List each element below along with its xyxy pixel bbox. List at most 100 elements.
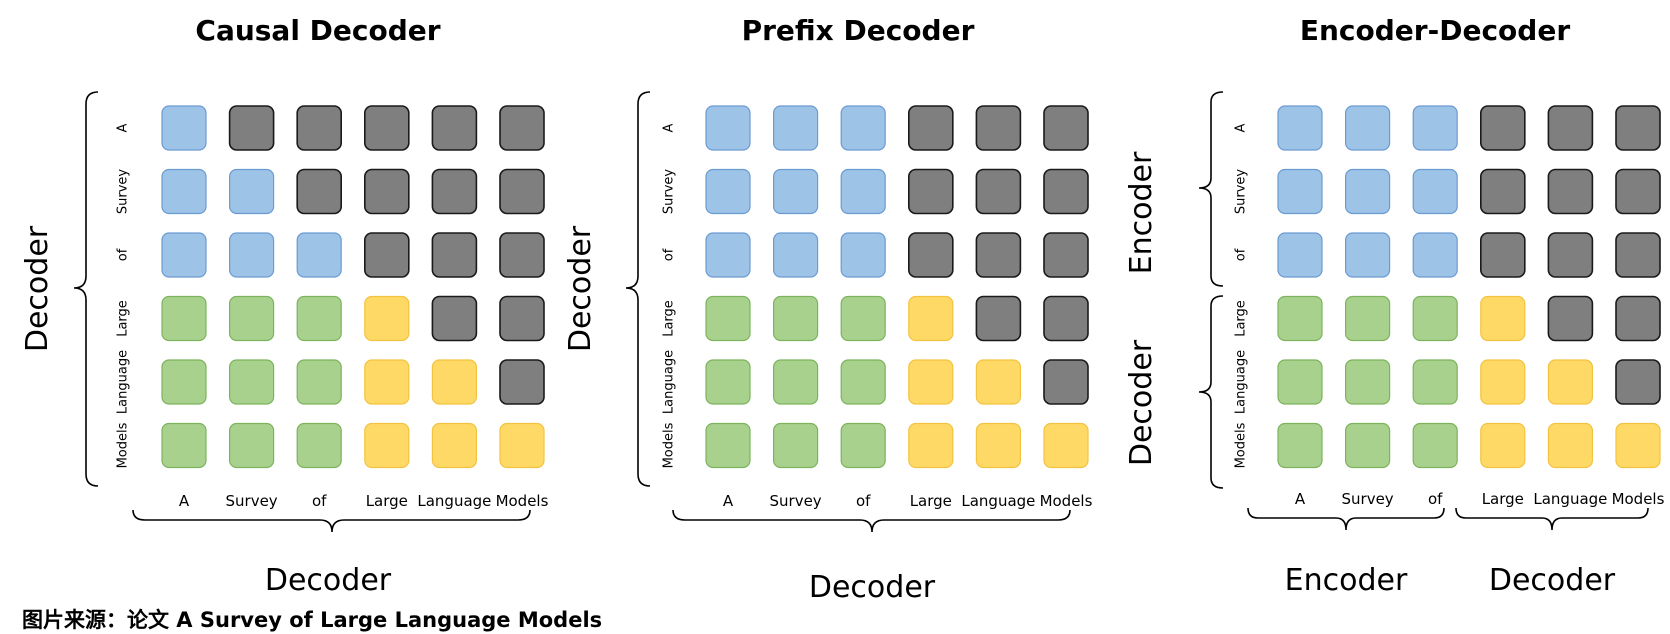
mask-cell-blue	[229, 232, 275, 278]
row-token-label: Language	[116, 350, 131, 414]
column-token-label: Large	[910, 492, 952, 510]
mask-cell-gray	[1615, 232, 1661, 278]
mask-cell-gray	[1615, 168, 1661, 215]
mask-cell-green	[1344, 359, 1391, 405]
mask-cell-blue	[161, 105, 207, 151]
mask-cell-green	[229, 422, 275, 469]
column-token-label: Survey	[1342, 490, 1394, 508]
row-token-label: Models	[662, 422, 677, 468]
mask-cell-gray	[907, 232, 954, 278]
row-token-label: A	[662, 123, 677, 132]
mask-cell-yellow	[1480, 359, 1526, 405]
mask-cell-gray	[499, 168, 545, 215]
bottom-axis-label-encoder: Encoder	[1285, 563, 1408, 598]
mask-cell-blue	[840, 168, 886, 215]
mask-cell-blue	[772, 168, 819, 215]
mask-cell-blue	[705, 232, 751, 278]
mask-cell-blue	[1277, 168, 1323, 215]
column-token-label: Language	[417, 492, 491, 510]
panel-prefix-decoder: Prefix Decoder ASurveyofLargeLanguageMod…	[563, 14, 1093, 605]
mask-cell-green	[705, 359, 751, 405]
mask-cell-green	[161, 422, 207, 469]
mask-cell-gray	[1043, 232, 1089, 278]
mask-cell-blue	[705, 168, 751, 215]
panel-encoder-decoder: Encoder-Decoder ASurveyofLargeLanguageMo…	[1124, 14, 1665, 598]
mask-cell-yellow	[364, 422, 410, 469]
mask-cell-blue	[772, 105, 819, 151]
mask-cell-gray	[1615, 105, 1661, 151]
mask-cell-gray	[296, 105, 343, 151]
column-token-label: A	[1295, 490, 1306, 508]
mask-cell-blue	[296, 232, 342, 278]
mask-cell-yellow	[499, 422, 545, 469]
mask-cell-gray	[1043, 168, 1089, 215]
row-token-label: A	[116, 123, 131, 132]
row-token-label: Models	[116, 422, 131, 468]
mask-cell-blue	[705, 105, 751, 151]
left-axis-label-encoder: Encoder	[1124, 151, 1159, 274]
left-brace-encoder	[1198, 91, 1224, 287]
row-token-label: Large	[1234, 300, 1249, 337]
left-axis-label: Decoder	[20, 225, 55, 352]
mask-cell-blue	[1412, 168, 1458, 215]
left-brace	[73, 91, 99, 487]
mask-cell-green	[1412, 422, 1458, 469]
mask-cell-gray	[1043, 359, 1089, 405]
left-axis-label-decoder: Decoder	[1124, 339, 1159, 466]
mask-cell-blue	[1277, 232, 1323, 278]
mask-cell-gray	[431, 295, 478, 342]
mask-cell-gray	[499, 359, 545, 405]
panel-title: Causal Decoder	[195, 14, 440, 47]
bottom-axis-label: Decoder	[265, 563, 392, 598]
mask-cell-green	[229, 295, 275, 342]
left-axis-label: Decoder	[563, 225, 598, 352]
bottom-brace-decoder	[1455, 507, 1649, 531]
mask-cell-green	[1277, 295, 1323, 342]
mask-grid	[705, 105, 1089, 469]
column-token-label: Survey	[226, 492, 278, 510]
mask-cell-gray	[1615, 295, 1661, 342]
mask-cell-gray	[1043, 105, 1089, 151]
mask-cell-gray	[431, 105, 478, 151]
mask-cell-yellow	[1043, 422, 1089, 469]
mask-cell-yellow	[1547, 422, 1594, 469]
bottom-axis-label: Decoder	[809, 570, 936, 605]
mask-cell-gray	[1480, 232, 1526, 278]
column-token-label: A	[723, 492, 734, 510]
mask-cell-green	[772, 295, 819, 342]
mask-cell-green	[840, 295, 886, 342]
mask-cell-green	[229, 359, 275, 405]
mask-cell-gray	[363, 105, 410, 151]
mask-cell-gray	[975, 232, 1022, 278]
mask-cell-gray	[907, 105, 954, 151]
mask-cell-green	[1277, 422, 1323, 469]
mask-cell-green	[296, 359, 342, 405]
mask-cell-green	[705, 295, 751, 342]
mask-cell-yellow	[364, 295, 410, 342]
column-token-label: A	[179, 492, 190, 510]
panel-title: Encoder-Decoder	[1300, 14, 1570, 47]
mask-cell-gray	[1547, 295, 1594, 342]
bottom-brace	[672, 509, 1071, 533]
mask-cell-green	[840, 422, 886, 469]
mask-cell-gray	[296, 168, 343, 215]
row-token-label: Language	[1234, 350, 1249, 414]
mask-cell-yellow	[1480, 295, 1526, 342]
mask-cell-gray	[431, 232, 478, 278]
column-token-label: Language	[961, 492, 1035, 510]
mask-cell-green	[705, 422, 751, 469]
mask-cell-yellow	[975, 422, 1022, 469]
bottom-axis-label-decoder: Decoder	[1489, 563, 1616, 598]
mask-cell-gray	[431, 168, 478, 215]
mask-cell-blue	[840, 105, 886, 151]
mask-cell-gray	[499, 232, 545, 278]
row-token-label: Survey	[662, 169, 677, 215]
column-token-label: of	[312, 492, 327, 510]
mask-cell-gray	[1615, 359, 1661, 405]
mask-cell-blue	[840, 232, 886, 278]
